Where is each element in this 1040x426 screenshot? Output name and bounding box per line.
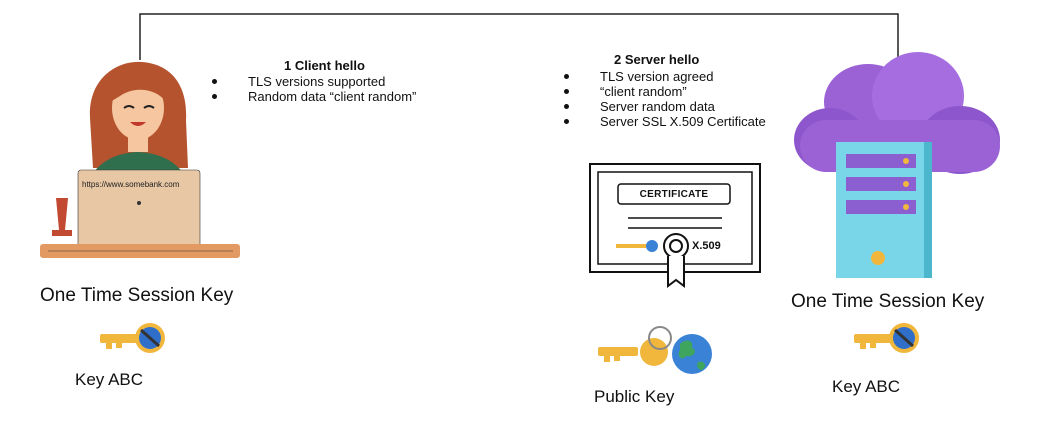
server-hello-item: Server SSL X.509 Certificate [560,114,766,129]
server-hello-item: TLS version agreed [560,69,766,84]
client-key-label: Key ABC [75,370,144,389]
client-hello-item: Random data “client random” [208,89,416,104]
server-hello-list: TLS version agreed “client random” Serve… [560,69,766,129]
client-hello-item: TLS versions supported [208,74,416,89]
server-key-icon [854,323,919,353]
public-key-icon [598,326,712,374]
certificate-heading: CERTIFICATE [639,189,709,200]
certificate-icon: CERTIFICATE X.509 [588,162,763,290]
cloud-server-icon [794,52,1000,278]
server-session-key-label: One Time Session Key [791,291,985,312]
client-person-icon [40,61,240,258]
client-hello-list: TLS versions supported Random data “clie… [208,74,416,104]
laptop-url: https://www.somebank.com [82,180,180,189]
server-hello-title: 2 Server hello [614,52,700,67]
server-hello-item: “client random” [560,84,766,99]
client-session-key-label: One Time Session Key [40,285,234,306]
server-hello-item: Server random data [560,99,766,114]
client-key-icon [100,323,165,353]
server-key-label: Key ABC [832,377,901,396]
public-key-label: Public Key [594,387,675,406]
client-hello-title: 1 Client hello [284,58,365,73]
certificate-standard: X.509 [692,240,721,252]
